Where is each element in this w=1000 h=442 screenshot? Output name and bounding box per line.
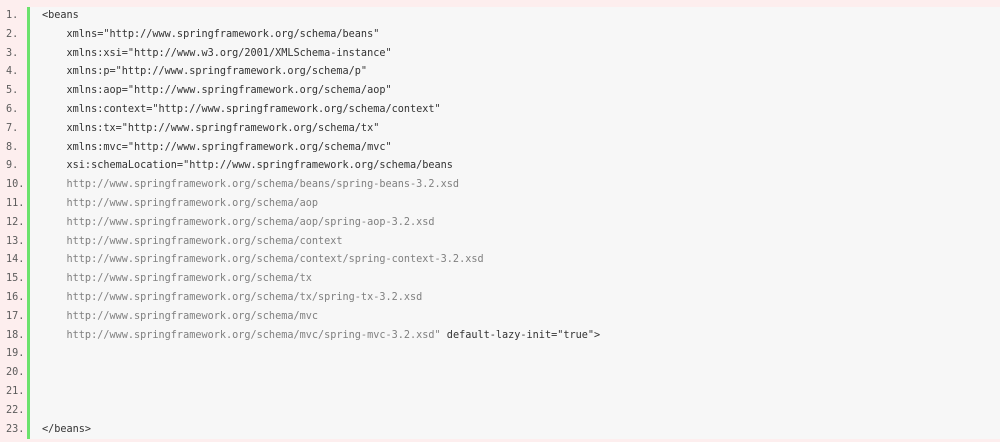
line-number: 10. — [6, 179, 25, 191]
code-line: 14. http://www.springframework.org/schem… — [0, 251, 1000, 270]
line-number: 22. — [6, 404, 25, 416]
line-number: 15. — [6, 273, 25, 285]
code-text: xmlns:xsi="http://www.w3.org/2001/XMLSch… — [42, 47, 392, 59]
line-number: 7. — [6, 122, 19, 134]
code-line: 11. http://www.springframework.org/schem… — [0, 195, 1000, 214]
schema-url-text: http://www.springframework.org/schema/mv… — [42, 310, 319, 322]
code-line: 15. http://www.springframework.org/schem… — [0, 270, 1000, 289]
code-line: 3. xmlns:xsi="http://www.w3.org/2001/XML… — [0, 45, 1000, 64]
line-number: 5. — [6, 85, 19, 97]
schema-url-text: http://www.springframework.org/schema/mv… — [42, 329, 441, 341]
code-text: xmlns:tx="http://www.springframework.org… — [42, 122, 380, 134]
code-line: 21. — [0, 383, 1000, 402]
code-text: <beans — [42, 10, 79, 21]
line-content: http://www.springframework.org/schema/co… — [42, 233, 343, 252]
code-text: xmlns:context="http://www.springframewor… — [42, 103, 441, 115]
line-number: 17. — [6, 310, 25, 322]
line-number: 6. — [6, 103, 19, 115]
line-content: xmlns:tx="http://www.springframework.org… — [42, 120, 380, 139]
line-number-gutter — [0, 7, 27, 439]
code-line: 2. xmlns="http://www.springframework.org… — [0, 26, 1000, 45]
line-content: http://www.springframework.org/schema/ao… — [42, 195, 318, 214]
line-number: 21. — [6, 385, 25, 397]
code-line: 12. http://www.springframework.org/schem… — [0, 214, 1000, 233]
code-line: 13. http://www.springframework.org/schem… — [0, 233, 1000, 252]
code-text: </beans> — [42, 423, 92, 435]
line-number: 11. — [6, 197, 25, 209]
line-content: xsi:schemaLocation="http://www.springfra… — [42, 157, 453, 176]
line-number: 18. — [6, 329, 25, 341]
gutter-accent-bar — [27, 7, 30, 439]
line-content: http://www.springframework.org/schema/tx — [42, 270, 312, 289]
line-content: xmlns:context="http://www.springframewor… — [42, 101, 441, 120]
schema-url-text: http://www.springframework.org/schema/ao… — [42, 216, 435, 228]
line-content: http://www.springframework.org/schema/tx… — [42, 289, 423, 308]
line-content: xmlns:p="http://www.springframework.org/… — [42, 63, 368, 82]
line-number: 1. — [6, 10, 19, 21]
code-text: xmlns:mvc="http://www.springframework.or… — [42, 141, 392, 153]
line-content: http://www.springframework.org/schema/mv… — [42, 308, 318, 327]
line-number: 19. — [6, 348, 25, 360]
bottom-border — [0, 439, 1000, 442]
schema-url-text: http://www.springframework.org/schema/co… — [42, 254, 484, 266]
code-text: xsi:schemaLocation="http://www.springfra… — [42, 160, 453, 172]
code-text: xmlns="http://www.springframework.org/sc… — [42, 28, 380, 40]
line-number: 13. — [6, 235, 25, 247]
code-line: 16. http://www.springframework.org/schem… — [0, 289, 1000, 308]
code-line: 23. </beans> — [0, 421, 1000, 440]
line-content: <beans — [42, 7, 79, 26]
code-line: 22. — [0, 402, 1000, 421]
line-content: http://www.springframework.org/schema/mv… — [42, 327, 601, 346]
code-line: 18. http://www.springframework.org/schem… — [0, 327, 1000, 346]
line-number: 12. — [6, 216, 25, 228]
code-line: 1. <beans — [0, 7, 1000, 26]
line-number: 23. — [6, 423, 25, 435]
line-content: xmlns:mvc="http://www.springframework.or… — [42, 139, 392, 158]
code-line: 20. — [0, 364, 1000, 383]
schema-url-text: http://www.springframework.org/schema/be… — [42, 179, 460, 191]
code-text: xmlns:p="http://www.springframework.org/… — [42, 66, 368, 78]
code-line: 4. xmlns:p="http://www.springframework.o… — [0, 63, 1000, 82]
line-content: http://www.springframework.org/schema/be… — [42, 176, 460, 195]
line-number: 9. — [6, 160, 19, 172]
line-content: http://www.springframework.org/schema/co… — [42, 251, 484, 270]
code-line: 9. xsi:schemaLocation="http://www.spring… — [0, 157, 1000, 176]
code-line: 6. xmlns:context="http://www.springframe… — [0, 101, 1000, 120]
line-content: xmlns:xsi="http://www.w3.org/2001/XMLSch… — [42, 45, 392, 64]
line-content: http://www.springframework.org/schema/ao… — [42, 214, 435, 233]
line-content: xmlns="http://www.springframework.org/sc… — [42, 26, 380, 45]
code-line: 17. http://www.springframework.org/schem… — [0, 308, 1000, 327]
line-number: 14. — [6, 254, 25, 266]
line-number: 16. — [6, 291, 25, 303]
code-line: 19. — [0, 345, 1000, 364]
code-line: 5. xmlns:aop="http://www.springframework… — [0, 82, 1000, 101]
code-block[interactable]: 1. <beans 2. xmlns="http://www.springframe… — [0, 7, 1000, 439]
line-number: 8. — [6, 141, 19, 153]
schema-url-text: http://www.springframework.org/schema/ao… — [42, 197, 319, 209]
code-text: default-lazy-init="true"> — [440, 329, 601, 341]
line-number: 2. — [6, 28, 19, 40]
line-number: 3. — [6, 47, 19, 59]
line-content: </beans> — [42, 421, 91, 440]
schema-url-text: http://www.springframework.org/schema/co… — [42, 235, 343, 247]
schema-url-text: http://www.springframework.org/schema/tx… — [42, 291, 423, 303]
code-lines: 1. <beans 2. xmlns="http://www.springframe… — [0, 7, 1000, 439]
code-line: 10. http://www.springframework.org/schem… — [0, 176, 1000, 195]
code-line: 8. xmlns:mvc="http://www.springframework… — [0, 139, 1000, 158]
code-text: xmlns:aop="http://www.springframework.or… — [42, 85, 392, 97]
line-content: xmlns:aop="http://www.springframework.or… — [42, 82, 392, 101]
code-line: 7. xmlns:tx="http://www.springframework.… — [0, 120, 1000, 139]
line-number: 20. — [6, 367, 25, 379]
line-number: 4. — [6, 66, 19, 78]
schema-url-text: http://www.springframework.org/schema/tx — [42, 273, 312, 285]
